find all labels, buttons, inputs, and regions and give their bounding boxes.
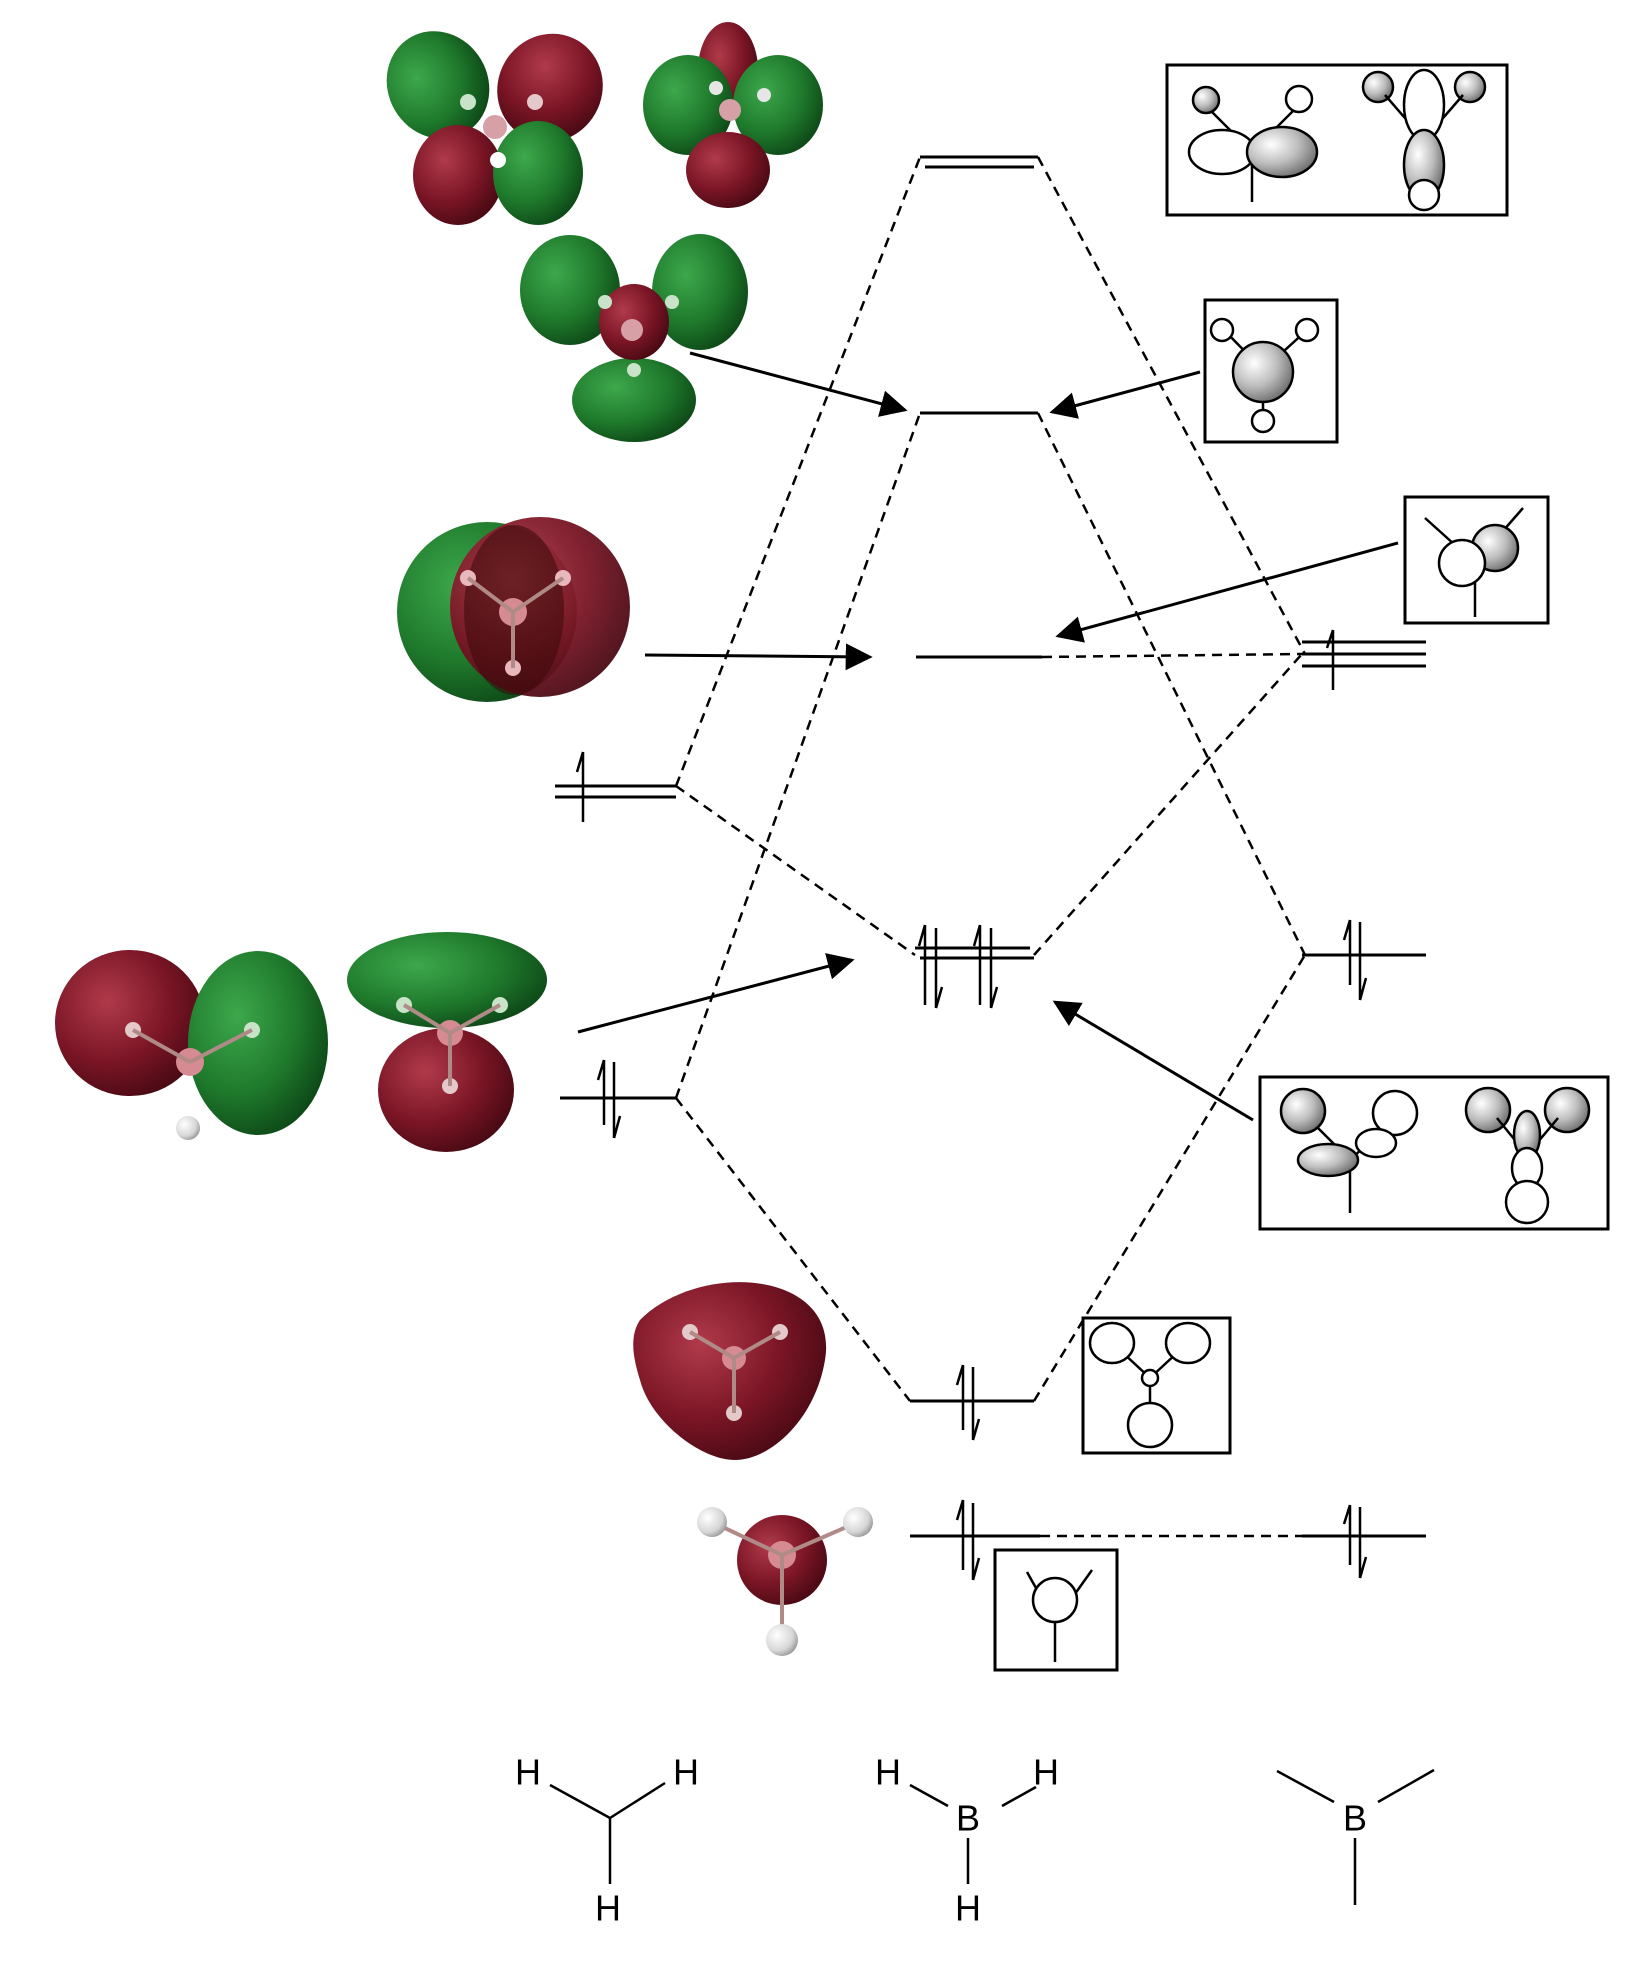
down-arrow-electron-icon bbox=[612, 1062, 622, 1139]
corr-line bbox=[675, 784, 916, 957]
corr-line bbox=[1036, 156, 1307, 655]
levels-left bbox=[555, 784, 676, 1100]
levels-center bbox=[910, 155, 1042, 1538]
down-arrow-electron-icon bbox=[1358, 1507, 1368, 1579]
pointer-arrow bbox=[1049, 370, 1201, 419]
pointer-arrow bbox=[577, 953, 855, 1034]
orbital-render-e-bond-a bbox=[55, 950, 328, 1140]
orbital-render-pz bbox=[397, 517, 630, 702]
up-arrow-electron-icon bbox=[1325, 629, 1335, 690]
orbital-box-a1-star bbox=[1203, 298, 1339, 444]
corr-line bbox=[1032, 954, 1307, 1402]
orbital-render-core bbox=[697, 1507, 873, 1656]
corr-line bbox=[1033, 653, 1303, 956]
structure-bh3: H H B H bbox=[875, 1752, 1059, 1929]
orbital-box-core bbox=[993, 1548, 1119, 1672]
pointer-arrow bbox=[1052, 1000, 1254, 1122]
levels-right bbox=[1302, 640, 1426, 1538]
corr-line bbox=[674, 156, 922, 787]
corr-line bbox=[674, 412, 922, 1099]
pointer-arrows bbox=[577, 351, 1399, 1122]
bh3-b-center: B bbox=[956, 1798, 980, 1839]
structure-b: B bbox=[1276, 1768, 1435, 1905]
up-arrow-electron-icon bbox=[1342, 1504, 1352, 1565]
down-arrow-electron-icon bbox=[971, 1367, 981, 1441]
b-center: B bbox=[1343, 1798, 1367, 1839]
pointer-arrow bbox=[644, 643, 873, 671]
up-arrow-electron-icon bbox=[972, 924, 982, 1005]
ch3-h-top-left: H bbox=[515, 1752, 541, 1793]
up-arrow-electron-icon bbox=[575, 751, 585, 822]
corr-line bbox=[675, 1097, 911, 1402]
orbital-render-a1-bond bbox=[633, 1282, 827, 1460]
structure-ch3: H H H bbox=[515, 1752, 699, 1929]
orbital-render-e-star-a bbox=[386, 31, 603, 225]
corr-line bbox=[1041, 652, 1303, 659]
bh3-h-top-left: H bbox=[875, 1752, 901, 1793]
ch3-h-bottom: H bbox=[595, 1888, 621, 1929]
bh3-h-bottom: H bbox=[955, 1888, 981, 1929]
up-arrow-electron-icon bbox=[917, 924, 927, 1005]
up-arrow-electron-icon bbox=[955, 1364, 965, 1430]
orbital-render-e-star-b bbox=[643, 22, 823, 208]
orbital-box-pz bbox=[1403, 495, 1550, 625]
bh3-h-top-right: H bbox=[1033, 1752, 1059, 1793]
orbital-render-a1-star bbox=[520, 234, 748, 442]
down-arrow-electron-icon bbox=[989, 928, 999, 1009]
down-arrow-electron-icon bbox=[1358, 922, 1368, 1001]
ch3-h-top-right: H bbox=[673, 1752, 699, 1793]
pointer-arrow bbox=[1055, 541, 1399, 643]
pointer-arrow bbox=[689, 351, 908, 417]
corr-line bbox=[1036, 412, 1307, 956]
orbital-box-a1-bond bbox=[1081, 1316, 1232, 1455]
down-arrow-electron-icon bbox=[971, 1503, 981, 1581]
down-arrow-electron-icon bbox=[934, 928, 944, 1009]
up-arrow-electron-icon bbox=[596, 1059, 606, 1125]
electrons bbox=[575, 629, 1368, 1581]
up-arrow-electron-icon bbox=[955, 1499, 965, 1570]
correlation-lines bbox=[674, 156, 1307, 1538]
up-arrow-electron-icon bbox=[1342, 919, 1352, 985]
orbital-render-e-bond-b bbox=[347, 932, 547, 1152]
orbital-box-e-bond bbox=[1258, 1075, 1610, 1231]
orbital-box-e-star bbox=[1165, 63, 1509, 217]
